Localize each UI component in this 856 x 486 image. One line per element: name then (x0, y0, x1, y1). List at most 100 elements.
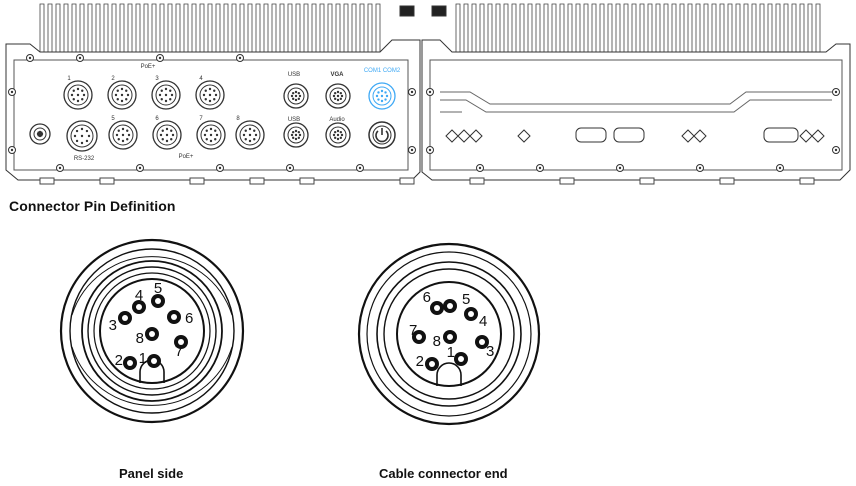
pin-5: 5 (151, 280, 165, 308)
heatsink-fins-left (39, 3, 381, 52)
m12-port-top-2 (107, 80, 137, 110)
usb-label-bottom: USB (288, 117, 300, 123)
db-port-1 (575, 127, 607, 143)
poe-label-bottom: PoE+ (179, 154, 194, 160)
pin-5: 5 (443, 291, 470, 313)
pin-3: 3 (109, 311, 132, 334)
cable-connector-pins: 1 2 3 45 678 (409, 289, 494, 371)
m12-port-bottom-3 (196, 120, 226, 150)
screw-14 (536, 164, 544, 172)
pin-label-8: 8 (433, 333, 441, 350)
panel-side-caption: Panel side (119, 466, 184, 481)
m12-port-top-3 (151, 80, 181, 110)
usb-port-bottom (283, 122, 309, 148)
pin-label-7: 7 (409, 322, 417, 339)
screw-17 (776, 164, 784, 172)
usb-label-top: USB (288, 72, 300, 78)
m12-port-top-1 (63, 80, 93, 110)
pin-label-1: 1 (139, 350, 147, 367)
pin-6: 6 (167, 310, 193, 327)
screw-3 (26, 54, 34, 62)
pin-label-2: 2 (416, 353, 424, 370)
screw-9 (426, 88, 434, 96)
pin-label-7: 7 (175, 343, 183, 360)
poe-label-top: PoE+ (141, 64, 156, 70)
rs232-label: RS-232 (74, 156, 95, 162)
pin-2: 2 (416, 353, 439, 371)
pin-label-3: 3 (486, 343, 494, 360)
screw-2 (8, 146, 16, 154)
power-button (368, 121, 396, 149)
db-port-3 (763, 127, 799, 143)
power-input-port (29, 123, 51, 145)
port-number-5: 5 (111, 116, 115, 122)
screw-19 (136, 164, 144, 172)
pin-label-4: 4 (135, 287, 143, 304)
screw-16 (696, 164, 704, 172)
m12-port-bottom-1 (108, 120, 138, 150)
m12-port-top-4 (195, 80, 225, 110)
port-number-1: 1 (67, 76, 71, 82)
cable-connector-caption: Cable connector end (379, 466, 508, 481)
port-number-3: 3 (155, 76, 159, 82)
pin-8: 8 (433, 330, 457, 350)
audio-port (325, 122, 351, 148)
pin-1: 1 (447, 344, 468, 366)
pin-3: 3 (475, 335, 494, 360)
port-number-7: 7 (199, 116, 203, 122)
port-number-8: 8 (236, 116, 240, 122)
pin-1: 1 (139, 350, 161, 368)
com-label: COM1 COM2 (364, 68, 401, 74)
screw-22 (356, 164, 364, 172)
screw-21 (286, 164, 294, 172)
screw-20 (216, 164, 224, 172)
port-number-6: 6 (155, 116, 159, 122)
m12-port-bottom-4 (235, 120, 265, 150)
audio-label: Audio (329, 117, 345, 123)
keying-notch (436, 362, 462, 386)
pin-label-2: 2 (115, 352, 123, 369)
vga-label: VGA (330, 72, 344, 78)
cable-connector (357, 242, 541, 426)
panel-side-connector (59, 238, 245, 424)
screw-8 (408, 146, 416, 154)
pin-6: 6 (423, 289, 444, 315)
screw-10 (426, 146, 434, 154)
pin-label-6: 6 (423, 289, 431, 306)
screw-18 (56, 164, 64, 172)
pin-label-4: 4 (479, 313, 487, 330)
pin-label-3: 3 (109, 317, 117, 334)
pin-label-5: 5 (154, 280, 162, 297)
screw-12 (832, 146, 840, 154)
port-number-2: 2 (111, 76, 115, 82)
pin-label-5: 5 (462, 291, 470, 308)
chassis-right (421, 39, 851, 181)
top-switch-left (399, 5, 415, 17)
screw-6 (236, 54, 244, 62)
usb-port-top (283, 83, 309, 109)
pin-label-6: 6 (185, 310, 193, 327)
pin-4: 4 (464, 307, 487, 330)
pin-4: 4 (132, 287, 146, 314)
top-switch-right (431, 5, 447, 17)
screw-4 (76, 54, 84, 62)
pin-2: 2 (115, 352, 137, 370)
screw-5 (156, 54, 164, 62)
pin-7: 7 (174, 335, 188, 360)
screw-15 (616, 164, 624, 172)
section-title: Connector Pin Definition (9, 198, 176, 214)
screw-13 (476, 164, 484, 172)
pin-label-1: 1 (447, 344, 455, 361)
port-number-4: 4 (199, 76, 203, 82)
pin-label-8: 8 (136, 330, 144, 347)
screw-1 (8, 88, 16, 96)
chassis-left (5, 39, 421, 181)
screw-11 (832, 88, 840, 96)
rs232-port (66, 120, 98, 152)
pin-7: 7 (409, 322, 426, 344)
device-front-panel: PoE+ PoE+ RS-232 VGA Audio USB USB COM1 … (5, 3, 851, 185)
m12-port-bottom-2 (152, 120, 182, 150)
vga-port (325, 83, 351, 109)
